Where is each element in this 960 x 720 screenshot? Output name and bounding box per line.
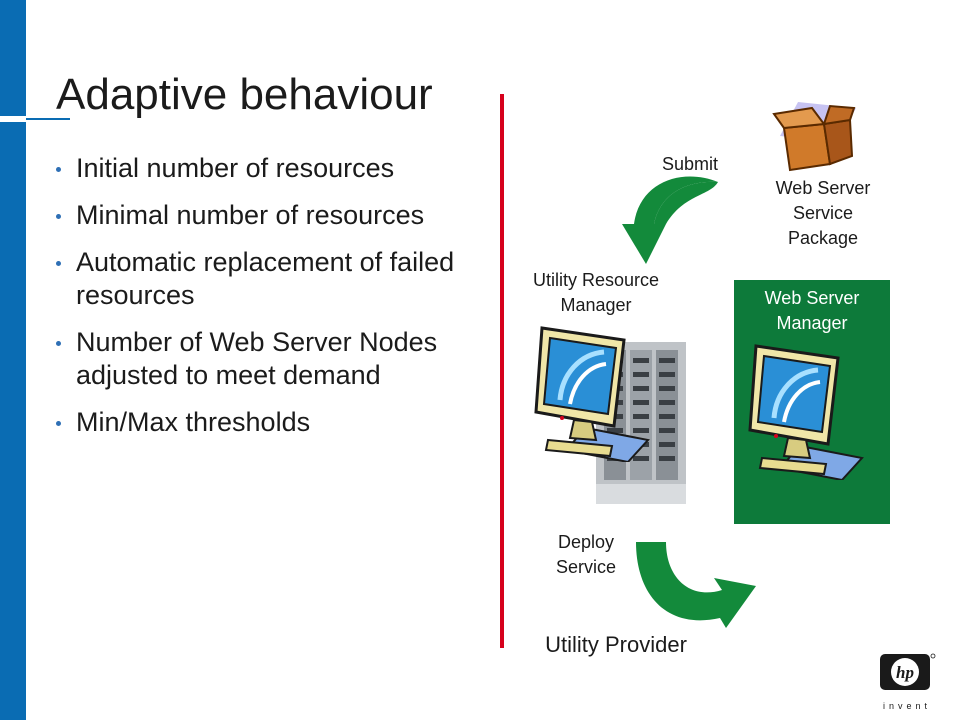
submit-arrow-icon bbox=[622, 176, 718, 264]
bullet-list: Initial number of resources Minimal numb… bbox=[56, 152, 456, 453]
bullet-dot bbox=[56, 167, 61, 172]
urm-label: Utility Resource Manager bbox=[508, 268, 684, 318]
computer-monitor-icon bbox=[748, 344, 864, 480]
hp-logo: hp invent bbox=[878, 652, 936, 712]
bullet-text: Initial number of resources bbox=[76, 153, 395, 183]
package-label-line: Package bbox=[787, 228, 859, 248]
wsm-label: Web Server Manager bbox=[734, 286, 890, 336]
package-label-line: Service bbox=[792, 203, 854, 223]
bullet-dot bbox=[56, 341, 61, 346]
divider-line bbox=[500, 94, 504, 648]
slide-title: Adaptive behaviour bbox=[56, 70, 433, 119]
package-box-icon bbox=[772, 102, 856, 172]
left-accent-bar bbox=[0, 0, 26, 720]
title-notch bbox=[0, 116, 26, 122]
urm-label-line: Utility Resource bbox=[532, 270, 660, 290]
bullet-dot bbox=[56, 261, 61, 266]
deploy-label: Deploy Service bbox=[534, 530, 638, 580]
deploy-label-line: Service bbox=[555, 557, 617, 577]
utility-provider-label: Utility Provider bbox=[545, 632, 687, 657]
bullet-item: Automatic replacement of failed resource… bbox=[56, 246, 456, 312]
bullet-item: Number of Web Server Nodes adjusted to m… bbox=[56, 326, 456, 392]
deploy-label-line: Deploy bbox=[557, 532, 615, 552]
wsm-label-line: Manager bbox=[776, 313, 848, 333]
deploy-arrow-icon bbox=[636, 542, 756, 628]
bullet-dot bbox=[56, 214, 61, 219]
bullet-text: Automatic replacement of failed resource… bbox=[76, 247, 455, 310]
computer-monitor-icon bbox=[534, 326, 650, 462]
bullet-item: Min/Max thresholds bbox=[56, 406, 456, 439]
hp-logo-text: hp bbox=[896, 663, 914, 682]
bullet-dot bbox=[56, 421, 61, 426]
bullet-text: Minimal number of resources bbox=[76, 200, 425, 230]
bullet-item: Initial number of resources bbox=[56, 152, 456, 185]
hp-logo-mark-icon: hp bbox=[880, 653, 936, 690]
bullet-text: Number of Web Server Nodes adjusted to m… bbox=[76, 327, 438, 390]
bullet-item: Minimal number of resources bbox=[56, 199, 456, 232]
bullet-text: Min/Max thresholds bbox=[76, 407, 311, 437]
hp-tagline: invent bbox=[882, 701, 932, 711]
submit-label: Submit bbox=[661, 154, 719, 174]
package-label-line: Web Server bbox=[775, 178, 871, 198]
package-label: Web Server Service Package bbox=[748, 176, 898, 251]
title-rule bbox=[26, 118, 70, 120]
wsm-label-line: Web Server bbox=[764, 288, 860, 308]
urm-label-line: Manager bbox=[560, 295, 632, 315]
